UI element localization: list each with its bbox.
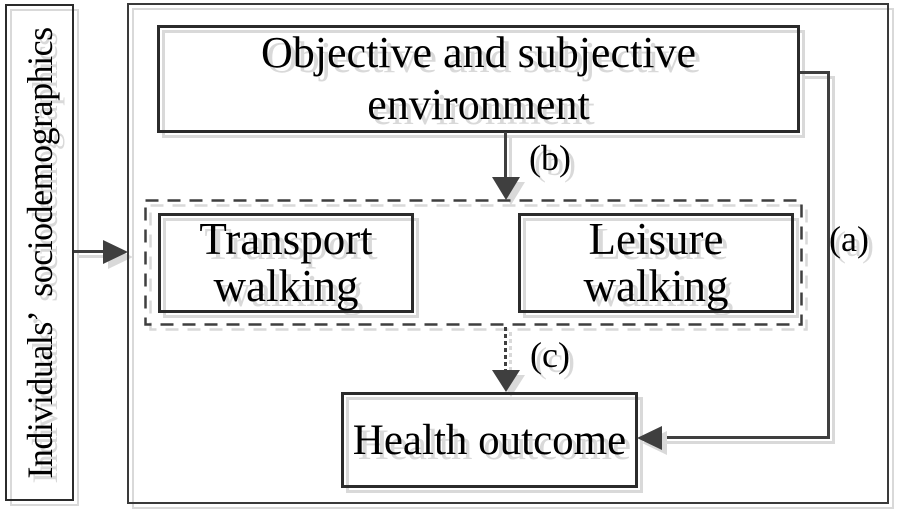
arrow-b-label: (b) <box>529 138 571 178</box>
sociodemographics-arrow-head-icon <box>103 240 128 264</box>
arrow-b-head-icon <box>492 177 520 200</box>
arrow-a-segment-bottom <box>661 436 830 439</box>
environment-label-line2: environment <box>367 80 590 129</box>
sociodemographics-label: Individuals’ sociodemographics <box>19 26 60 479</box>
leisure-walking-box: Leisure walking <box>518 213 794 313</box>
arrow-a-label: (a) <box>829 219 869 259</box>
transport-label-line2: walking <box>213 261 359 311</box>
model-frame <box>127 3 889 504</box>
arrow-a-segment-top <box>800 71 830 74</box>
arrow-a-head-icon <box>637 426 662 450</box>
arrow-c-label: (c) <box>530 335 570 375</box>
sociodemographics-panel: Individuals’ sociodemographics <box>5 4 74 501</box>
arrow-a-segment-vertical <box>827 71 830 439</box>
walking-group-dashed-box <box>144 199 803 326</box>
environment-label-line1: Objective and subjective <box>261 28 696 77</box>
health-outcome-label: Health outcome <box>352 416 627 464</box>
health-outcome-box: Health outcome <box>341 392 638 488</box>
transport-walking-box: Transport walking <box>158 213 414 313</box>
arrow-c-head-icon <box>492 370 520 392</box>
leisure-label-line1: Leisure <box>588 214 724 264</box>
arrow-c-line <box>504 327 507 371</box>
leisure-label-line2: walking <box>583 261 729 311</box>
environment-box: Objective and subjective environment <box>157 25 800 133</box>
transport-label-line1: Transport <box>199 214 373 264</box>
sociodemographics-arrow-line <box>74 250 104 253</box>
arrow-b-line <box>504 132 507 179</box>
